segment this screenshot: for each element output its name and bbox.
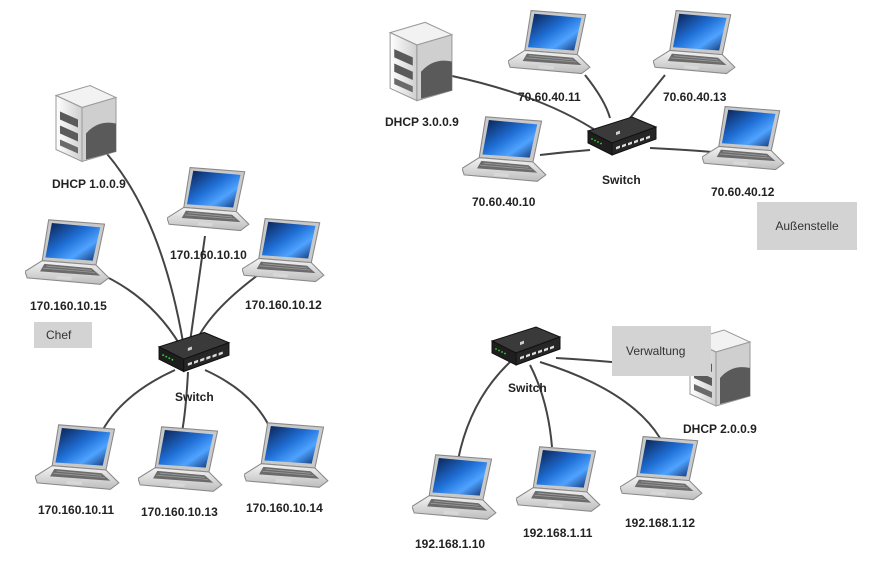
cable-chef-dhcp bbox=[99, 145, 184, 343]
switch-icon bbox=[158, 331, 230, 373]
laptop-icon bbox=[702, 106, 785, 171]
dhcp-server-label: DHCP 1.0.0.9 bbox=[52, 177, 126, 191]
cable-aus-dhcp bbox=[451, 75, 596, 131]
aussenstelle-cables bbox=[451, 74, 713, 156]
network-label-chef: Chef bbox=[34, 322, 92, 348]
client-ip-label: 170.160.10.14 bbox=[246, 501, 323, 515]
laptop-icon bbox=[242, 218, 325, 283]
cable-chef-10-14 bbox=[204, 369, 276, 441]
client-ip-label: 192.168.1.11 bbox=[523, 526, 593, 540]
cable-verw-1-10 bbox=[457, 361, 511, 461]
laptop-icon bbox=[35, 424, 120, 490]
client-ip-label: 170.160.10.12 bbox=[245, 298, 322, 312]
cable-verw-1-11 bbox=[529, 364, 553, 448]
client-ip-label: 70.60.40.10 bbox=[472, 195, 536, 209]
laptop-icon bbox=[25, 219, 110, 285]
cable-aus-40-12 bbox=[649, 147, 713, 153]
laptop-icon bbox=[516, 446, 601, 512]
switch-icon bbox=[491, 326, 561, 366]
client-ip-label: 70.60.40.12 bbox=[711, 185, 775, 199]
laptop-icon bbox=[244, 422, 329, 488]
client-ip-label: 70.60.40.13 bbox=[663, 90, 727, 104]
dhcp-server-icon bbox=[55, 84, 117, 163]
network-label-verwaltung: Verwaltung bbox=[612, 326, 711, 376]
cable-aus-40-13 bbox=[629, 74, 666, 119]
client-ip-label: 192.168.1.10 bbox=[415, 537, 485, 551]
cable-chef-10-10 bbox=[189, 235, 206, 343]
laptop-icon bbox=[508, 10, 591, 75]
laptop-icon bbox=[462, 116, 547, 182]
switch-icon bbox=[587, 116, 657, 156]
switch-label: Switch bbox=[602, 173, 641, 187]
client-ip-label: 170.160.10.11 bbox=[38, 503, 114, 517]
client-ip-label: 170.160.10.13 bbox=[141, 505, 218, 519]
laptop-icon bbox=[412, 454, 497, 520]
laptop-icon bbox=[138, 426, 223, 492]
laptop-icon bbox=[167, 167, 250, 232]
client-ip-label: 170.160.10.10 bbox=[170, 248, 247, 262]
switch-label: Switch bbox=[508, 381, 547, 395]
cable-chef-10-15 bbox=[95, 271, 181, 346]
dhcp-server-label: DHCP 3.0.0.9 bbox=[385, 115, 459, 129]
laptop-icon bbox=[620, 436, 703, 501]
client-ip-label: 170.160.10.15 bbox=[30, 299, 107, 313]
client-ip-label: 70.60.40.11 bbox=[518, 90, 581, 104]
network-aussenstelle: DHCP 3.0.0.9 70.60.40.11 70.60.40.13 Swi… bbox=[385, 10, 785, 209]
cable-verw-1-12 bbox=[539, 361, 661, 439]
client-ip-label: 192.168.1.12 bbox=[625, 516, 695, 530]
cable-aus-40-10 bbox=[539, 149, 591, 156]
network-chef: DHCP 1.0.0.9 170.160.10.10 170.160.10.12… bbox=[25, 84, 329, 519]
dhcp-server-label: DHCP 2.0.0.9 bbox=[683, 422, 757, 436]
cable-chef-10-11 bbox=[99, 369, 176, 436]
cable-aus-40-11 bbox=[584, 74, 611, 119]
network-label-aussenstelle: Außenstelle bbox=[757, 202, 857, 250]
dhcp-server-icon bbox=[389, 21, 453, 102]
switch-label: Switch bbox=[175, 390, 214, 404]
laptop-icon bbox=[653, 10, 736, 75]
